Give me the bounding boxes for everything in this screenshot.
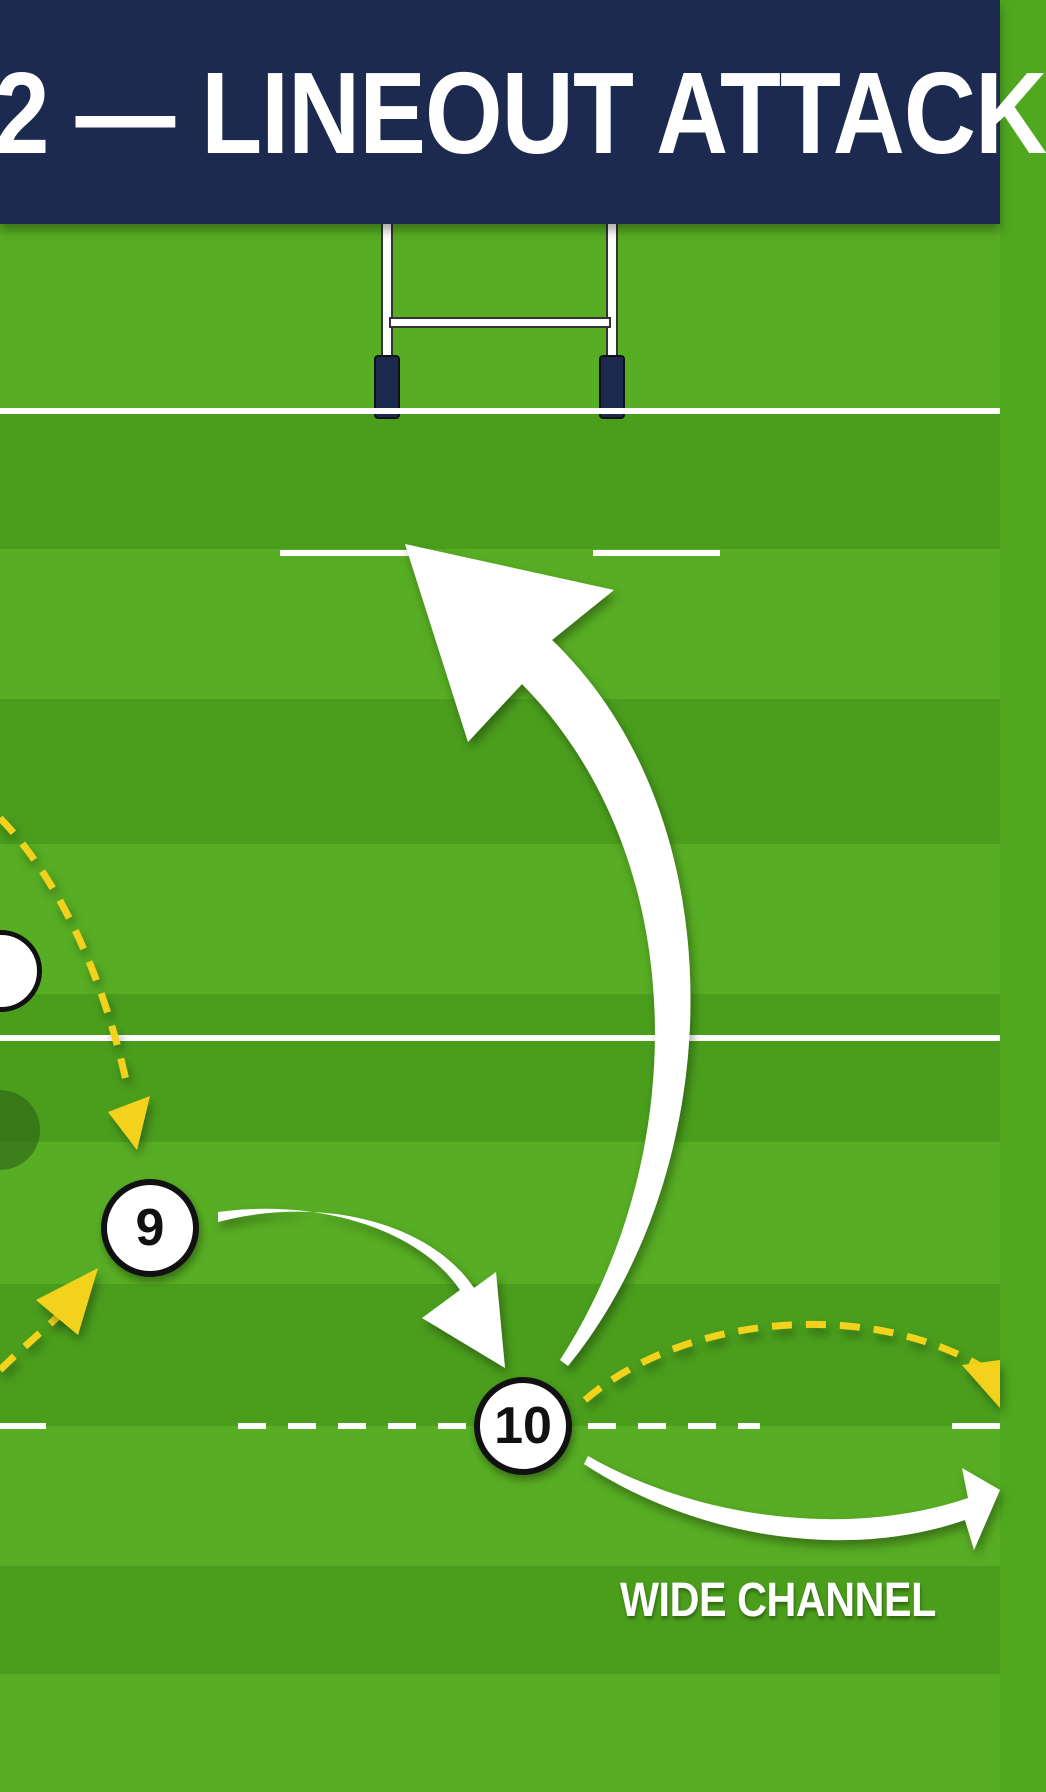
wide-channel-label: WIDE CHANNEL bbox=[620, 1574, 936, 1627]
pass-line-wide bbox=[582, 1320, 992, 1403]
arrow-ten-to-try-line bbox=[405, 544, 691, 1366]
goal-posts bbox=[374, 219, 625, 419]
arrow-nine-to-ten bbox=[218, 1208, 505, 1368]
pass-arrowheads bbox=[36, 1096, 1000, 1408]
title-banner: 2 — LINEOUT ATTACK bbox=[0, 0, 1046, 224]
rugby-pitch bbox=[0, 219, 1000, 1792]
pass-line-to-nine bbox=[0, 815, 132, 1091]
right-post-pad bbox=[599, 355, 625, 419]
arrowhead-lower-left bbox=[36, 1268, 98, 1335]
play-title: 2 — LINEOUT ATTACK bbox=[0, 48, 1046, 178]
arrowhead-to-nine bbox=[108, 1096, 150, 1150]
arrow-ten-wide bbox=[584, 1456, 1000, 1550]
left-post-pad bbox=[374, 355, 400, 419]
run-arrows bbox=[218, 544, 1000, 1550]
player-9-scrum-half: 9 bbox=[101, 1179, 199, 1277]
grass-stripes bbox=[0, 224, 1000, 1792]
arrowhead-wide bbox=[962, 1360, 1000, 1408]
player-10-fly-half: 10 bbox=[474, 1377, 572, 1475]
